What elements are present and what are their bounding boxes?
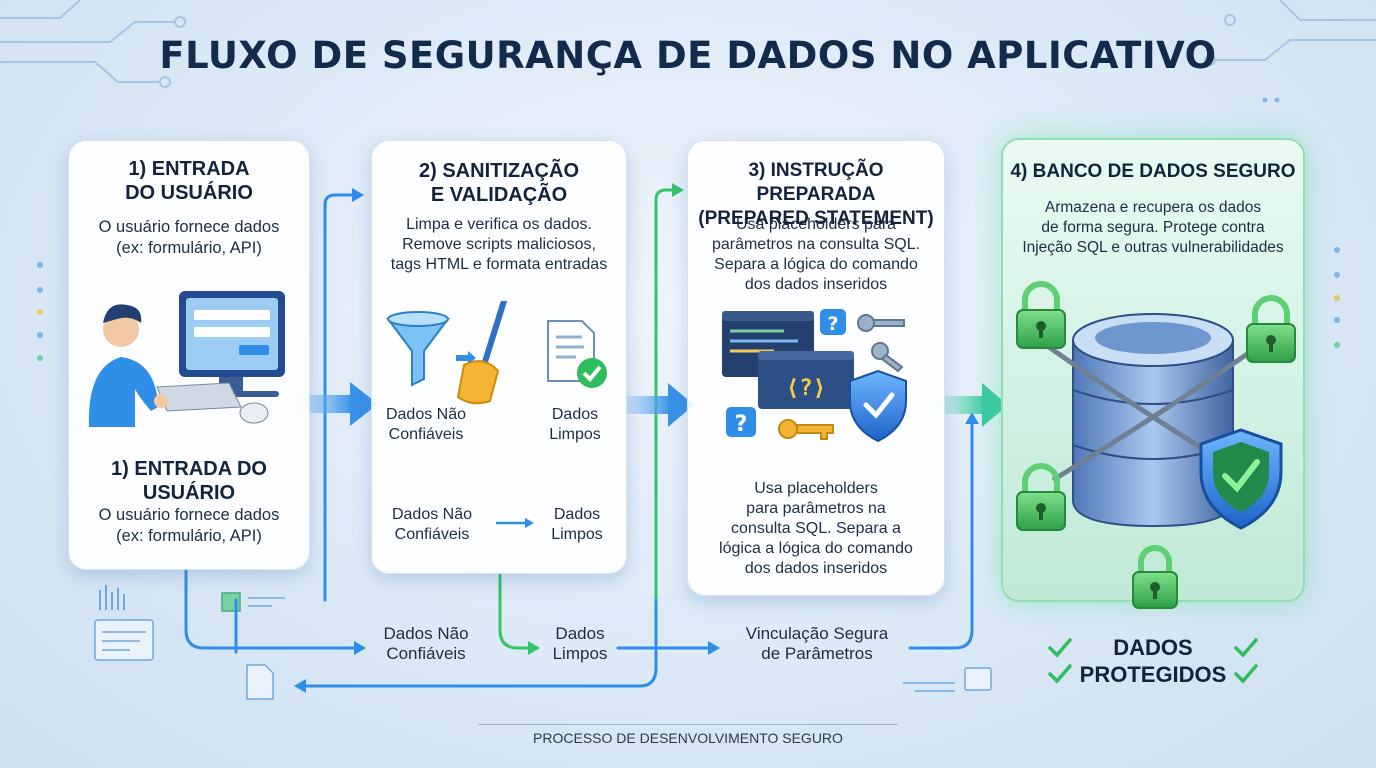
svg-text:?: ? xyxy=(827,313,838,335)
step1-description-repeat: O usuário fornece dados(ex: formulário, … xyxy=(98,506,280,545)
barcode-decoration xyxy=(99,585,125,610)
funnel-icon xyxy=(386,311,450,387)
mini-ui-decoration xyxy=(94,592,992,700)
connector-bottom-loop xyxy=(298,598,658,688)
connector-upper-to-step2 xyxy=(323,193,360,602)
step3-heading: 3) INSTRUÇÃO PREPARADA(PREPARED STATEMEN… xyxy=(698,160,934,229)
step2-description: Limpa e verifica os dados.Remove scripts… xyxy=(390,216,608,273)
shield-check-icon-db xyxy=(1199,428,1283,530)
question-icon: ? ? xyxy=(726,309,846,437)
step3-card: 3) INSTRUÇÃO PREPARADA(PREPARED STATEMEN… xyxy=(687,140,945,596)
code-glyph: ⟨?⟩ xyxy=(786,376,826,401)
prepared-statement-illustration: ⟨?⟩ ? ? xyxy=(722,309,907,443)
connector-to-db xyxy=(908,418,974,650)
shield-check-icon xyxy=(849,369,907,443)
step4-heading: 4) BANCO DE DADOS SEGURO xyxy=(1010,161,1296,182)
key-icon-secondary xyxy=(857,314,905,373)
step1-description: O usuário fornece dados(ex: formulário, … xyxy=(98,218,280,257)
code-window-secondary-icon: ⟨?⟩ xyxy=(758,351,854,409)
connector-input-to-sanitize xyxy=(184,568,362,650)
step4-card: 4) BANCO DE DADOS SEGURO Armazena e recu… xyxy=(1001,138,1305,609)
svg-text:?: ? xyxy=(735,412,748,437)
circuit-decoration-right xyxy=(1204,0,1376,66)
checked-document-icon xyxy=(547,320,607,388)
sanitize-illustration xyxy=(386,301,607,405)
connector-upper-to-step3 xyxy=(654,188,678,602)
secure-database-illustration xyxy=(1016,281,1296,609)
broom-icon xyxy=(456,301,507,405)
user-at-computer-icon xyxy=(88,291,285,427)
page-title: FLUXO DE SEGURANÇA DE DADOS NO APLICATIV… xyxy=(159,34,1217,77)
connector-clean-lower xyxy=(498,570,534,650)
database-icon xyxy=(1072,313,1234,528)
padlock-icon-bottom xyxy=(1132,545,1178,609)
arrow-icon xyxy=(496,518,534,528)
padlock-icon-right xyxy=(1246,295,1296,363)
key-icon xyxy=(778,419,834,440)
circuit-decoration-left xyxy=(0,0,186,88)
padlock-icon-left-lower xyxy=(1016,463,1066,531)
footer-caption: PROCESSO DE DESENVOLVIMENTO SEGURO xyxy=(533,730,843,746)
padlock-icon xyxy=(1016,281,1066,349)
footer-divider xyxy=(478,724,898,725)
